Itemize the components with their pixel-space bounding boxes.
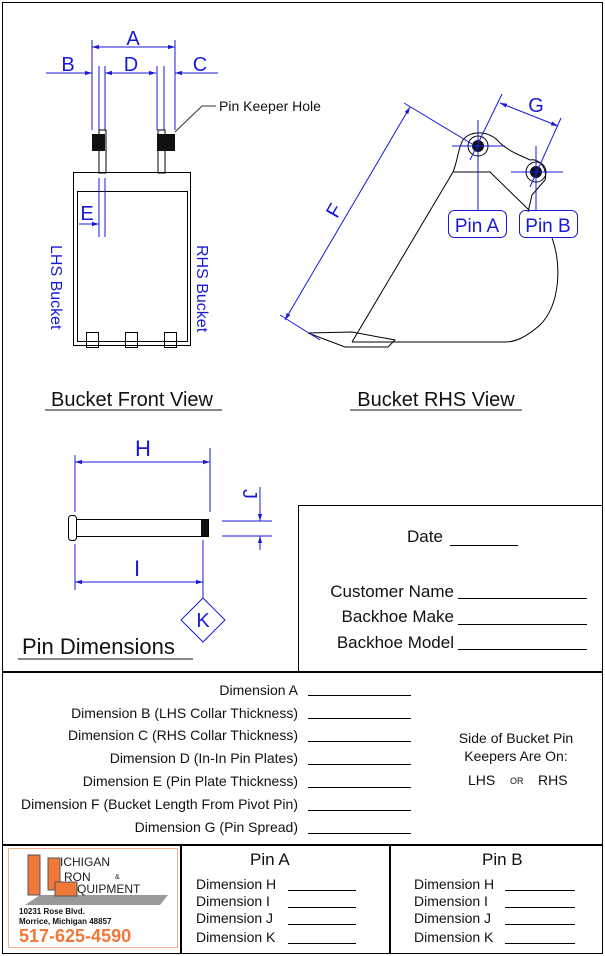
dimension-b-label: Dimension B (LHS Collar Thickness) [71,705,298,721]
dim-i-label: I [134,556,140,581]
customer-name-label: Customer Name [330,582,454,601]
pin-a-dim-k-field[interactable] [288,943,356,944]
pin-a-dim-j-field[interactable] [288,924,356,925]
customer-name-field[interactable] [458,598,587,599]
pin-a-dim-j-label: Dimension J [196,910,274,926]
dimension-d-label: Dimension D (In-In Pin Plates) [109,750,298,766]
pin-b-label: Pin B [525,216,570,237]
address-line-1: 10231 Rose Blvd. [19,907,85,916]
pin-b-dim-k-field[interactable] [505,943,575,944]
company-logo: ICHIGAN RON & QUIPMENT 10231 Rose Blvd. … [8,848,178,948]
address-line-2: Morrice, Michigan 48857 [19,917,112,926]
backhoe-make-field[interactable] [458,624,587,625]
dim-e-label: E [80,203,93,225]
keeper-question-line2: Keepers Are On: [464,748,568,764]
dim-c-label: C [193,54,207,76]
dim-f-label: F [322,200,347,222]
phone-number: 517-625-4590 [19,926,131,946]
lhs-option[interactable]: LHS [468,772,496,788]
rhs-option[interactable]: RHS [538,772,568,788]
dimension-d-field[interactable] [308,764,411,765]
bucket-front-view: A B D C Pin Keeper Hole E LHS Bucket RHS… [45,28,321,411]
pin-b-title: Pin B [482,850,523,869]
dimension-c-label: Dimension C (RHS Collar Thickness) [67,727,298,743]
dim-h-label: H [135,436,151,461]
pin-a-title: Pin A [250,850,290,869]
svg-text:ICHIGAN: ICHIGAN [60,855,110,869]
backhoe-make-label: Backhoe Make [341,607,454,626]
dimension-e-label: Dimension E (Pin Plate Thickness) [82,773,298,789]
date-field[interactable] [450,545,518,546]
svg-text:QUIPMENT: QUIPMENT [77,882,141,896]
side-view-title: Bucket RHS View [357,389,515,411]
pin-b-dim-i-label: Dimension I [414,893,488,909]
rhs-bucket-label: RHS Bucket [193,245,210,333]
customer-box [298,505,603,673]
dimension-g-label: Dimension G (Pin Spread) [134,819,298,835]
keeper-question-line1: Side of Bucket Pin [458,730,574,746]
pin-a-dim-k-label: Dimension K [196,929,276,945]
pin-dimensions-view: H J I K Pin Dimensions [18,436,272,660]
pin-b-dim-h-label: Dimension H [414,876,495,892]
bucket-rhs-view: F G Pin A Pin B Bucket RHS View [279,93,578,411]
front-view-title: Bucket Front View [51,389,213,411]
or-label: OR [510,776,524,786]
pin-b-dim-j-field[interactable] [505,924,575,925]
pin-a-label: Pin A [455,216,500,237]
pin-b-dim-k-label: Dimension K [414,929,494,945]
dimension-c-field[interactable] [308,741,411,742]
lhs-bucket-label: LHS Bucket [47,245,64,330]
pin-b-dim-i-field[interactable] [505,907,575,908]
dim-j-label: J [238,489,260,499]
dimension-b-field[interactable] [308,718,411,719]
pin-a-dim-i-field[interactable] [288,907,356,908]
dim-g-label: G [528,95,544,117]
pin-dimensions-title: Pin Dimensions [22,634,175,659]
dimension-f-label: Dimension F (Bucket Length From Pivot Pi… [21,796,298,812]
dim-a-label: A [126,28,140,50]
pin-b-dim-h-field[interactable] [505,890,575,891]
backhoe-model-label: Backhoe Model [336,633,454,652]
dimension-a-label: Dimension A [219,682,298,698]
dim-b-label: B [61,54,74,76]
dim-d-label: D [124,54,138,76]
pin-b-dim-j-label: Dimension J [414,910,492,926]
dim-k-label: K [196,610,210,632]
date-label: Date [407,527,443,546]
svg-text:RON: RON [64,870,91,884]
dimension-a-field[interactable] [308,695,411,696]
dimension-e-field[interactable] [308,787,411,788]
dimension-f-field[interactable] [308,810,411,811]
dimension-g-field[interactable] [308,833,411,834]
keeper-side-question: Side of Bucket Pin Keepers Are On: [430,729,602,765]
pin-a-dim-i-label: Dimension I [196,893,270,909]
pin-keeper-hole-label: Pin Keeper Hole [219,98,321,114]
pin-a-dim-h-field[interactable] [288,890,356,891]
pin-a-dim-h-label: Dimension H [196,876,277,892]
backhoe-model-field[interactable] [458,649,587,650]
svg-text:&: & [115,874,120,881]
